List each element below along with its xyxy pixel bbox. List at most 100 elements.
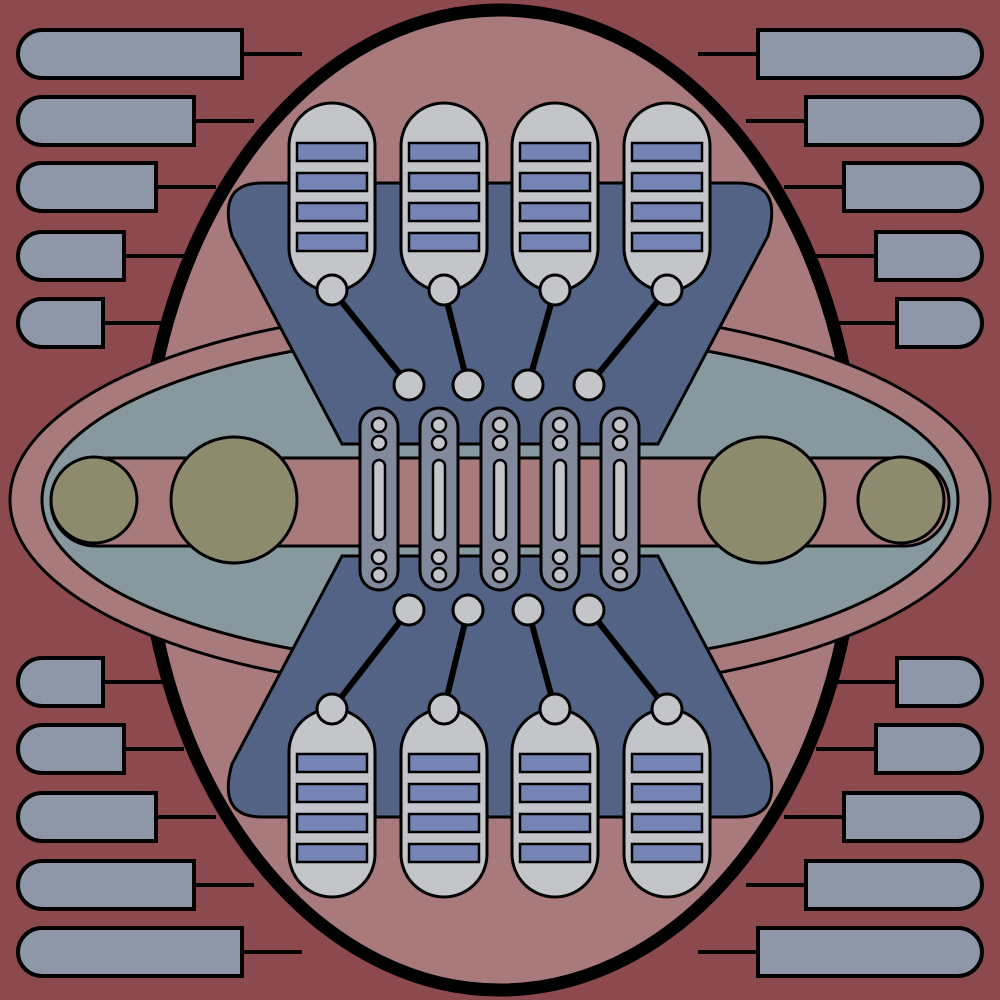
node [315, 692, 349, 726]
capsule-dot [370, 548, 388, 566]
node [572, 368, 606, 402]
pod-slot [407, 141, 481, 163]
pod [622, 101, 712, 293]
wire [525, 609, 558, 710]
side-tab [16, 161, 158, 213]
wire [441, 609, 471, 710]
pod-slot [630, 141, 704, 163]
pod-slot [295, 171, 369, 193]
side-tab [16, 230, 126, 282]
pod-slot [295, 141, 369, 163]
pod-slot [295, 752, 369, 774]
side-tab [874, 230, 984, 282]
node [538, 273, 572, 307]
wire [329, 288, 412, 387]
pod-slot [295, 231, 369, 253]
capsule-dot [491, 434, 509, 452]
pod-slot [407, 812, 481, 834]
wire [586, 608, 670, 711]
side-tab [895, 656, 984, 708]
capsule [358, 406, 400, 592]
pod-slot [630, 812, 704, 834]
pod-slot [407, 782, 481, 804]
capsule-dot [370, 434, 388, 452]
pod-slot [407, 752, 481, 774]
pod-slot [518, 171, 592, 193]
pod-slot [630, 171, 704, 193]
pod-slot [518, 812, 592, 834]
capsule-slot [492, 458, 508, 542]
side-tab [756, 926, 984, 978]
side-tabs [16, 28, 984, 978]
capsule-dot [551, 566, 569, 584]
capsule [599, 406, 641, 592]
pod-slot [407, 231, 481, 253]
capsule-dot [430, 434, 448, 452]
capsule-dot [611, 548, 629, 566]
side-tab [16, 95, 196, 147]
capsule-dot [611, 416, 629, 434]
orb [856, 455, 946, 545]
node [511, 368, 545, 402]
node [392, 368, 426, 402]
capsule-slot [371, 458, 387, 542]
node [451, 368, 485, 402]
pod [510, 101, 600, 293]
pod-slot [630, 201, 704, 223]
capsule-dot [551, 548, 569, 566]
pod [287, 101, 377, 293]
pod-body [399, 101, 489, 293]
node [650, 273, 684, 307]
side-tab [842, 161, 984, 213]
capsule-slot [612, 458, 628, 542]
pod [510, 707, 600, 899]
pod-slot [630, 231, 704, 253]
pod-slot [295, 782, 369, 804]
capsule [479, 406, 521, 592]
pod-slot [295, 201, 369, 223]
pod-slot [630, 782, 704, 804]
side-tab [874, 723, 984, 775]
pod-slot [295, 812, 369, 834]
capsule-dot [611, 566, 629, 584]
pod-body [510, 101, 600, 293]
capsule-dot [491, 416, 509, 434]
node [427, 692, 461, 726]
node [572, 593, 606, 627]
capsule [539, 406, 581, 592]
node [538, 692, 572, 726]
pod-slot [407, 201, 481, 223]
side-tab [16, 28, 244, 80]
capsule-dot [491, 566, 509, 584]
wire [586, 288, 670, 387]
node [392, 593, 426, 627]
pod-slot [630, 842, 704, 864]
pod-slot [518, 842, 592, 864]
capsule-dot [430, 566, 448, 584]
capsule-dot [551, 434, 569, 452]
capsule-dot [611, 434, 629, 452]
pod-body [622, 101, 712, 293]
side-tab [16, 297, 105, 349]
orbs [49, 435, 946, 565]
capsule [418, 406, 460, 592]
capsule-dot [430, 416, 448, 434]
pod-slot [407, 171, 481, 193]
side-tab [16, 859, 196, 911]
node [451, 593, 485, 627]
pod-slot [407, 842, 481, 864]
pod [399, 707, 489, 899]
capsule-dot [370, 416, 388, 434]
side-tab [16, 791, 158, 843]
pod-slot [518, 752, 592, 774]
wire [329, 608, 412, 711]
orb [697, 435, 827, 565]
pod [622, 707, 712, 899]
side-tab [16, 926, 244, 978]
capsule-dot [370, 566, 388, 584]
side-tab [804, 95, 984, 147]
side-tab [842, 791, 984, 843]
node [427, 273, 461, 307]
nodes [315, 273, 684, 726]
